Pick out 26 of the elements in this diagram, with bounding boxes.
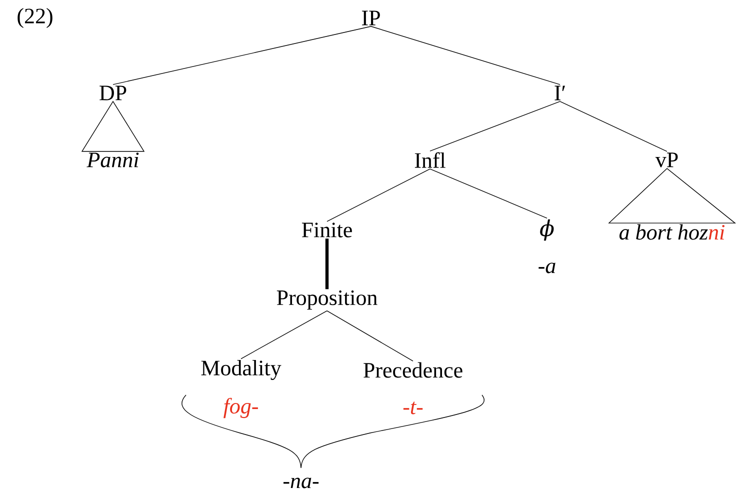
- category-label: IP: [362, 10, 380, 26]
- word-label: a bort hozni: [619, 224, 724, 240]
- word-label: -na-: [284, 478, 319, 488]
- morpheme-label: -a: [538, 262, 556, 274]
- branch-line: [326, 168, 430, 222]
- word-label: ϕ: [540, 219, 554, 241]
- category-label: Infl: [414, 152, 446, 168]
- branch-line: [430, 101, 560, 152]
- branch-line: [430, 168, 548, 218]
- branch-line: [370, 26, 560, 85]
- branch-line: [112, 26, 372, 85]
- word-label: Panni: [86, 152, 139, 168]
- category-label: I′: [554, 86, 565, 100]
- category-label: Finite: [302, 222, 352, 238]
- category-label: vP: [655, 152, 678, 168]
- branch-line: [326, 310, 414, 362]
- branch-line: [240, 310, 328, 360]
- example-number: (22): [18, 8, 52, 28]
- morpheme-label: fog-: [224, 398, 258, 418]
- branch-line: [325, 238, 329, 290]
- branch-line: [560, 101, 668, 152]
- category-label: Precedence: [364, 362, 462, 378]
- category-label: Proposition: [276, 290, 378, 310]
- category-label: Modality: [201, 360, 282, 380]
- category-label: DP: [100, 86, 126, 100]
- morpheme-label: -t-: [403, 402, 423, 414]
